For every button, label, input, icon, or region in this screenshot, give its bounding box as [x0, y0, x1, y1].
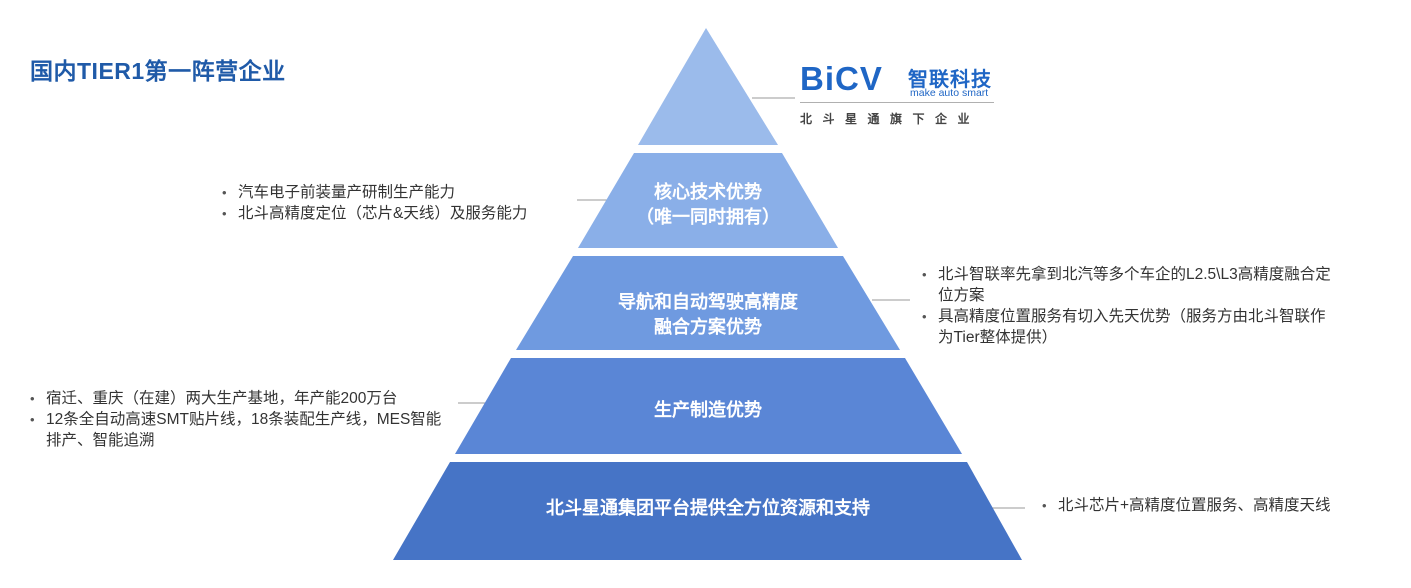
- manufacturing-notes: 宿迁、重庆（在建）两大生产基地，年产能200万台 12条全自动高速SMT贴片线，…: [26, 388, 456, 451]
- list-item: 北斗智联率先拿到北汽等多个车企的L2.5\L3高精度融合定位方案: [918, 264, 1338, 306]
- list-item: 北斗芯片+高精度位置服务、高精度天线: [1038, 495, 1398, 516]
- core-tech-notes: 汽车电子前装量产研制生产能力 北斗高精度定位（芯片&天线）及服务能力: [218, 182, 598, 224]
- tier-manufacturing-label: 生产制造优势: [520, 398, 896, 423]
- logo-divider: [800, 102, 994, 103]
- logo-brand: BiCV: [800, 60, 883, 97]
- bicv-logo: BiCV 智联科技 make auto smart 北斗星通旗下企业: [800, 58, 1000, 130]
- navigation-notes: 北斗智联率先拿到北汽等多个车企的L2.5\L3高精度融合定位方案 具高精度位置服…: [918, 264, 1338, 348]
- list-item: 北斗高精度定位（芯片&天线）及服务能力: [218, 203, 598, 224]
- pyramid-tier-platform: [393, 462, 1022, 560]
- pyramid-tier-core-tech: [578, 153, 838, 248]
- tier-platform-label: 北斗星通集团平台提供全方位资源和支持: [420, 496, 996, 521]
- platform-notes: 北斗芯片+高精度位置服务、高精度天线: [1038, 495, 1398, 516]
- tier-manufacturing-line1: 生产制造优势: [654, 400, 762, 420]
- tier-navigation-label: 导航和自动驾驶高精度 融合方案优势: [560, 290, 856, 340]
- list-item: 汽车电子前装量产研制生产能力: [218, 182, 598, 203]
- pyramid-tier-navigation: [516, 256, 900, 350]
- tier-core-tech-line1: 核心技术优势: [654, 182, 762, 202]
- tier-core-tech-label: 核心技术优势 （唯一同时拥有）: [600, 180, 816, 230]
- tier-core-tech-line2: （唯一同时拥有）: [636, 207, 780, 227]
- tier-platform-line1: 北斗星通集团平台提供全方位资源和支持: [546, 498, 870, 518]
- logo-brand-cn: 智联科技: [908, 69, 992, 91]
- pyramid-apex: [638, 28, 778, 145]
- page-title: 国内TIER1第一阵营企业: [30, 58, 286, 84]
- list-item: 具高精度位置服务有切入先天优势（服务方由北斗智联作为Tier整体提供）: [918, 306, 1338, 348]
- logo-subtitle: 北斗星通旗下企业: [800, 112, 981, 126]
- logo-slogan: make auto smart: [910, 87, 989, 99]
- list-item: 12条全自动高速SMT贴片线，18条装配生产线，MES智能排产、智能追溯: [26, 409, 456, 451]
- tier-navigation-line2: 融合方案优势: [654, 317, 762, 337]
- tier-navigation-line1: 导航和自动驾驶高精度: [618, 292, 798, 312]
- pyramid-tier-manufacturing: [455, 358, 962, 454]
- list-item: 宿迁、重庆（在建）两大生产基地，年产能200万台: [26, 388, 456, 409]
